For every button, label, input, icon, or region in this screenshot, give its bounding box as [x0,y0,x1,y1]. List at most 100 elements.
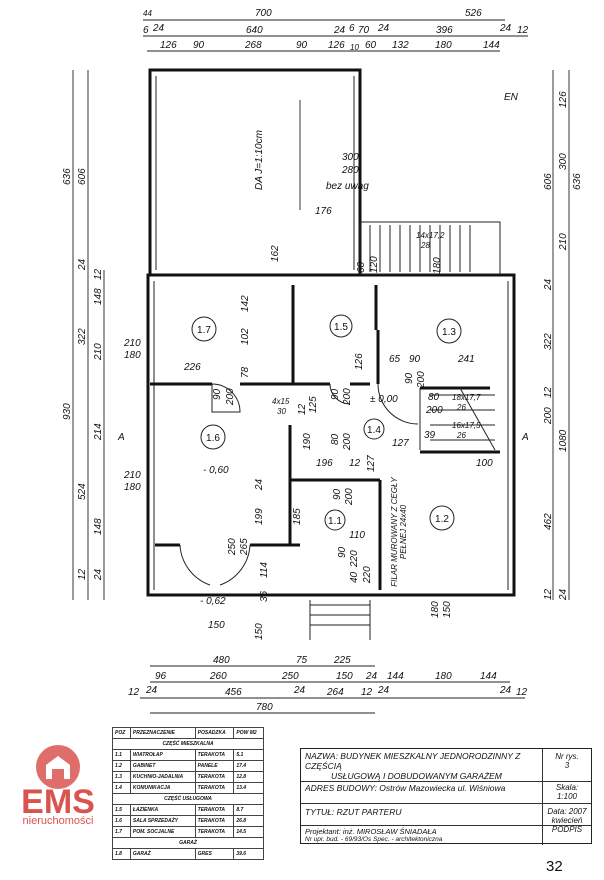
label: 126 [328,40,345,51]
label: 114 [259,562,270,578]
left-dimensions: 636 606 24 12 148 322 210 930 214 524 14… [62,168,104,581]
label: 1.7 [112,826,131,838]
label: 148 [93,288,104,305]
label: 225 [333,655,351,666]
label: 4x15 [272,397,290,406]
label: 40 [349,571,360,583]
label: TERAKOTA [194,815,235,827]
label: TERAKOTA [194,749,235,761]
table-section: CZĘŚĆ MIESZKALNA [112,738,264,750]
label: 780 [256,702,273,713]
label: 265 [239,538,250,556]
stair-labels: 18x17,7 26 16x17,5 26 14x17,2 28 4x15 30 [272,231,481,440]
label: 24 [77,258,88,271]
label: 268 [244,40,262,51]
label: 640 [246,25,263,36]
label: 1.6 [112,815,131,827]
label: 1.8 [112,848,131,860]
label: 30 [277,407,286,416]
label: 18x17,7 [452,393,481,402]
label: 12 [128,687,140,698]
label: 220 [362,566,373,584]
room-1-5: 1.5 [334,322,348,333]
label: 10 [350,43,359,52]
label: 24 [145,685,158,696]
label: TERAKOTA [194,782,235,794]
label: 144 [387,671,404,682]
level-marks: ± 0,00 - 0,60 - 0,62 [200,394,398,607]
label: 60 [356,261,367,273]
label: 200 [416,371,427,389]
label: 90 [409,354,421,365]
label: 39.6 [233,848,264,860]
label: POM. SOCJALNE [129,826,196,838]
label: 150 [442,601,453,618]
table-section: CZĘŚĆ USŁUGOWA [112,793,264,805]
right-dimensions: 126 300 606 636 210 24 322 12 200 1080 4… [543,91,583,601]
label: 12 [93,268,104,280]
label: 24 [293,685,306,696]
designer: Projektant: inż. MIROSŁAW ŚNIADAŁA [305,827,437,836]
label: 5.1 [233,749,264,761]
label: 100 [476,458,493,469]
label: 96 [155,671,167,682]
label: 12 [516,687,528,698]
bottom-dimensions: 480 75 225 96 260 250 150 24 144 180 144… [128,655,528,713]
signature-label: PODPIS [551,825,583,834]
scale: 1:100 [556,792,578,801]
label: 180 [435,40,452,51]
label: 220 [349,550,360,568]
label: WIATROŁAP [129,749,196,761]
label: 176 [315,206,332,217]
label: 75 [296,655,308,666]
label: - 0,60 [203,465,229,476]
garage-notes: DA J=1:10cm bez uwag [254,130,369,192]
label: 127 [366,455,377,472]
label: 250 [227,538,238,556]
label: 1.5 [112,804,131,816]
top-dimensions: 44 700 526 6 24 640 24 6 70 24 396 24 12… [143,8,529,52]
label: 24 [93,568,104,581]
label: 14x17,2 [416,231,445,240]
room-1-6: 1.6 [206,433,220,444]
label: 250 [281,671,299,682]
label: 260 [209,671,227,682]
drawing-number: 3 [564,761,570,770]
logo-sub: nieruchomości [23,815,94,825]
label: POSADZKA [194,727,235,739]
label: 200 [543,407,554,425]
label: 144 [483,40,500,51]
label: ± 0,00 [370,394,398,405]
label: 65 [389,354,401,365]
label: 12 [361,687,373,698]
corner-note: EN [504,92,519,103]
label: 24 [499,23,512,34]
label: 456 [225,687,242,698]
label: 12 [517,25,529,36]
label: 180 [124,482,141,493]
label: 126 [354,353,365,370]
label: GARAŻ [129,848,196,860]
label: PRZEZNACZENIE [129,727,196,739]
section-mark-left: A [117,432,125,443]
label: 226 [183,362,201,373]
label: 200 [225,388,236,406]
label: 200 [344,488,355,506]
ems-watermark-logo: EMS nieruchomości [10,745,106,827]
address: ADRES BUDOWY: Ostrów Mazowiecka ul. Wiśn… [305,783,506,793]
label: 70 [358,25,370,36]
label: 8.7 [233,804,264,816]
label: 36 [259,590,270,602]
label: 162 [270,245,281,262]
label: 24 [333,25,346,36]
pillar-note: FILAR MUROWANY Z CEGŁY PEŁNEJ 24x40 [390,477,408,587]
label: 14.5 [233,826,264,838]
section-mark-right: A [521,432,529,443]
label: TERAKOTA [194,804,235,816]
label: 6 [143,25,149,36]
label: 264 [326,687,344,698]
label: 210 [123,470,141,481]
label: 180 [124,350,141,361]
